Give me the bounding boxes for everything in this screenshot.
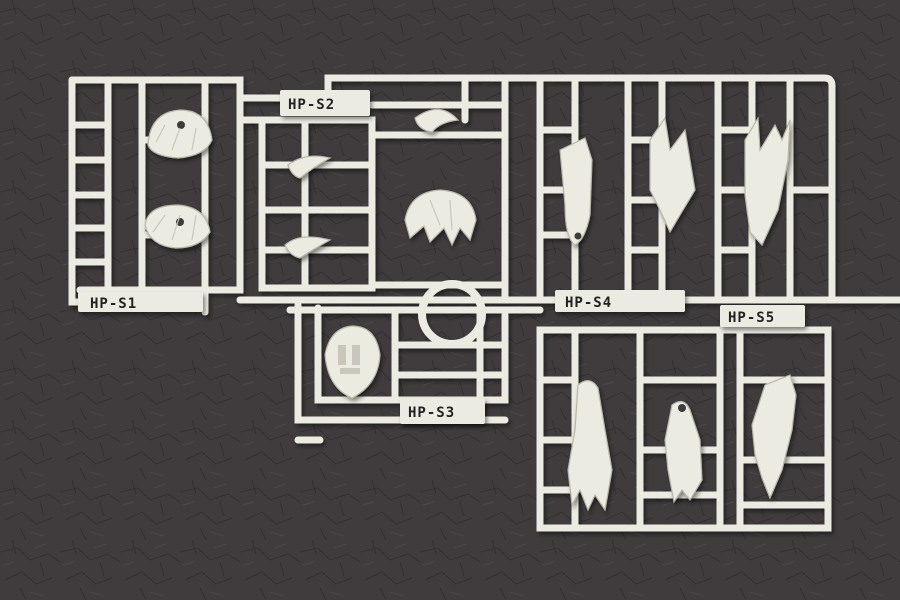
part-strand-1 xyxy=(287,155,332,179)
part-hair-top-2 xyxy=(144,204,211,249)
part-strand-2 xyxy=(284,236,332,259)
label-hp-s5: HP-S5 xyxy=(728,310,775,326)
sprue-parts xyxy=(144,108,797,512)
part-long-hair-2 xyxy=(649,116,696,234)
part-long-hair-1 xyxy=(559,137,593,246)
part-long-hair-6 xyxy=(751,374,797,500)
part-face-back xyxy=(324,325,381,399)
label-hp-s3: HP-S3 xyxy=(408,405,455,421)
part-long-hair-4 xyxy=(567,380,613,512)
part-long-hair-3 xyxy=(744,116,791,247)
part-bangs xyxy=(404,189,477,247)
part-strand-3 xyxy=(414,108,460,133)
label-hp-s2: HP-S2 xyxy=(288,97,335,113)
part-hair-top-1 xyxy=(147,109,213,159)
label-hp-s1: HP-S1 xyxy=(90,296,137,312)
label-tabs xyxy=(78,90,805,424)
part-long-hair-5 xyxy=(664,400,703,504)
label-hp-s4: HP-S4 xyxy=(565,295,612,311)
